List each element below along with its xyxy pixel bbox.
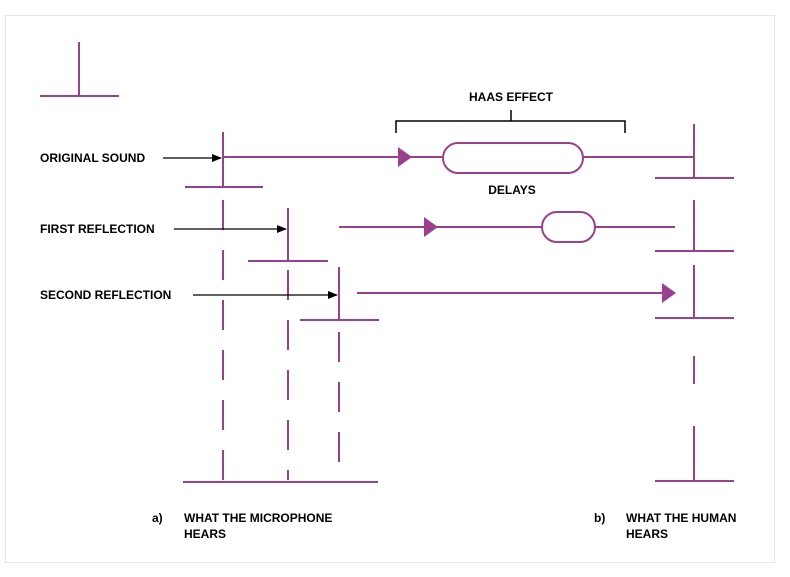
first-reflection-arrowhead — [424, 217, 438, 237]
delay-box-short — [541, 211, 596, 243]
haas-effect-bracket — [395, 110, 626, 133]
figure-frame — [5, 15, 775, 563]
original-sound-label: ORIGINAL SOUND — [40, 151, 145, 165]
second-reflection-path — [357, 283, 676, 303]
caption-b-letter: b) — [594, 511, 605, 525]
mic-first-reflection-spike — [248, 208, 328, 480]
second-reflection-arrowhead — [662, 283, 676, 303]
caption-b-line2: HEARS — [626, 527, 668, 541]
mic-original-sound-spike — [185, 132, 263, 480]
mic-second-reflection-spike — [300, 267, 379, 480]
delays-label: DELAYS — [488, 183, 536, 197]
caption-a-line1: WHAT THE MICROPHONE — [184, 511, 332, 525]
caption-a-line2: HEARS — [184, 527, 226, 541]
first-reflection-label: FIRST REFLECTION — [40, 222, 155, 236]
caption-a-letter: a) — [152, 511, 163, 525]
first-reflection-path — [339, 211, 675, 243]
original-sound-arrowhead — [398, 147, 412, 167]
legend-key-symbol — [40, 42, 119, 97]
original-sound-path — [223, 142, 694, 174]
second-reflection-label: SECOND REFLECTION — [40, 288, 171, 302]
human-first-reflection-spike — [655, 200, 734, 252]
human-original-sound-spike — [655, 124, 734, 179]
caption-b-line1: WHAT THE HUMAN — [626, 511, 736, 525]
haas-effect-label: HAAS EFFECT — [469, 90, 554, 104]
human-second-reflection-spike — [655, 265, 734, 480]
delay-box-long — [442, 142, 584, 174]
